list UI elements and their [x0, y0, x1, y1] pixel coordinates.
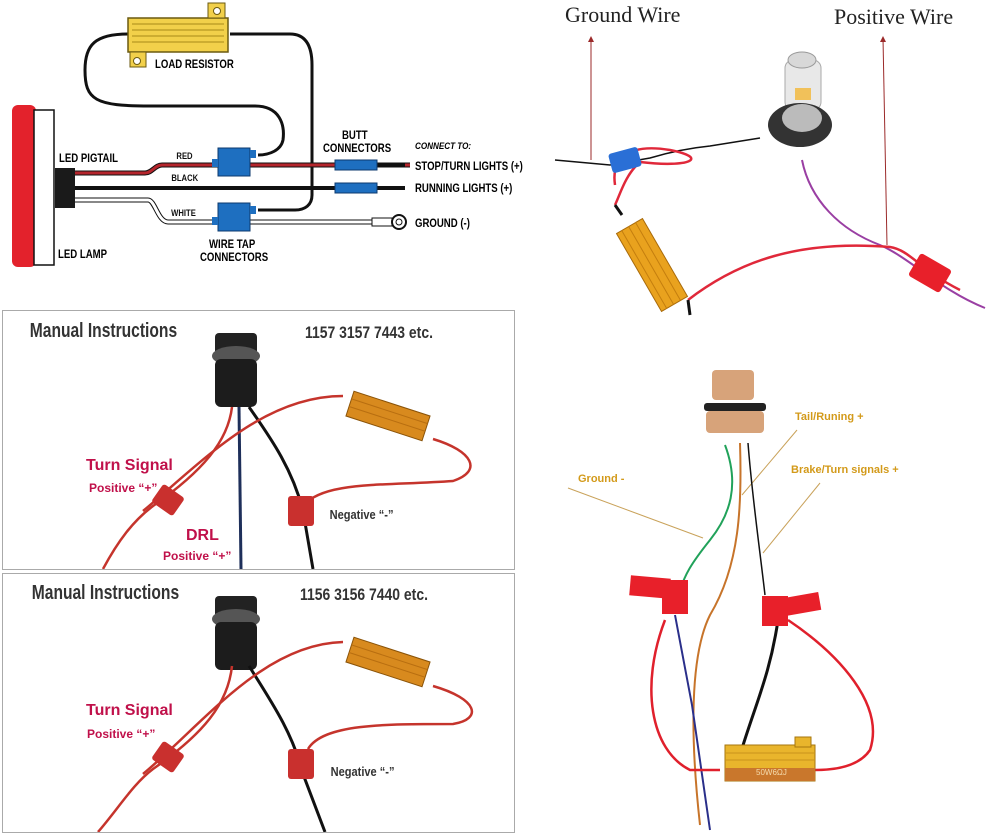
red-wire-tap-left-icon [629, 575, 688, 614]
resistor-marking: 50W6ΩJ [756, 768, 787, 777]
negative-label: Negative “-” [330, 764, 395, 779]
purple-wire [801, 159, 986, 309]
ground-label: Ground - [578, 473, 625, 485]
wire-tap-connector-top-icon [212, 147, 256, 177]
ground-ring-terminal-icon [371, 214, 407, 230]
load-resistor-icon [615, 217, 689, 313]
negative-wire [247, 665, 327, 832]
led-lamp-icon [12, 105, 75, 267]
target-running: RUNNING LIGHTS (+) [415, 181, 513, 195]
turn-signal-tap-icon [152, 484, 184, 516]
load-resistor-icon [724, 736, 816, 782]
resistor-return-wire [230, 32, 314, 212]
manual-instructions-1156-panel: Manual Instructions 1156 3156 7440 etc. … [2, 573, 515, 833]
turn-signal-wire [97, 665, 234, 832]
led-bulb-icon [768, 51, 832, 147]
wire-tap-connector-bottom-icon [212, 202, 256, 232]
ground-leader-line [567, 487, 704, 539]
butt-connectors-label-2: CONNECTORS [323, 141, 392, 155]
butt-connector-top-icon [334, 159, 378, 171]
load-resistor-icon [127, 2, 229, 68]
connect-to-label: CONNECT TO: [415, 141, 472, 151]
wiring-diagram-panel: LOAD RESISTOR LED PIGTAIL LED LAMP RED B… [0, 0, 540, 300]
negative-tap-icon [288, 496, 314, 526]
photo-top-graphic [554, 36, 986, 316]
white-wire-label: WHITE [171, 208, 196, 218]
bulb-codes: 1157 3157 7443 etc. [305, 323, 433, 342]
wiring-diagram-graphic [12, 2, 410, 267]
turn-signal-positive-label: Positive “+” [89, 481, 158, 495]
turn-signal-wire [101, 406, 234, 569]
turn-signal-label: Turn Signal [86, 457, 173, 474]
manual-1156-graphic [97, 596, 474, 832]
photo-bottom-panel: Tail/Runing + Brake/Turn signals + Groun… [540, 355, 1000, 834]
socket-icon [212, 596, 260, 670]
drl-wire [237, 406, 243, 569]
load-resistor-icon [345, 636, 431, 688]
target-stop-turn: STOP/TURN LIGHTS (+) [415, 159, 523, 173]
drl-label: DRL [186, 527, 219, 544]
red-wire [75, 163, 410, 175]
butt-connectors-label-1: BUTT [342, 128, 368, 142]
positive-wire-label: Positive Wire [834, 4, 954, 29]
manual-instructions-1157-panel: Manual Instructions 1157 3157 7443 etc. … [2, 310, 515, 570]
led-lamp-label: LED LAMP [58, 247, 108, 261]
socket-icon [704, 370, 766, 433]
target-ground: GROUND (-) [415, 216, 470, 230]
orange-tail-wire [692, 442, 742, 826]
blue-wire [674, 614, 711, 831]
wire-tap-label-1: WIRE TAP [209, 237, 256, 251]
turn-signal-positive-label: Positive “+” [87, 727, 156, 741]
red-wire-label: RED [176, 151, 193, 161]
black-wire-label: BLACK [171, 173, 199, 183]
blue-wire-tap-icon [608, 147, 642, 173]
manual-title: Manual Instructions [31, 582, 180, 604]
brake-turn-label: Brake/Turn signals + [791, 464, 899, 476]
red-wire-tap-right-icon [762, 592, 822, 626]
bulb-codes: 1156 3156 7440 etc. [300, 585, 428, 604]
negative-tap-icon [288, 749, 314, 779]
manual-title: Manual Instructions [29, 320, 178, 342]
white-wire [75, 198, 390, 224]
red-wire-tap-icon [909, 253, 951, 293]
load-resistor-icon [345, 390, 431, 442]
manual-1157-graphic [101, 333, 472, 569]
drl-positive-label: Positive “+” [163, 549, 232, 563]
turn-signal-tap-icon [152, 741, 184, 773]
negative-wire [247, 406, 315, 569]
tail-running-label: Tail/Runing + [795, 411, 864, 423]
butt-connector-bottom-icon [334, 182, 378, 194]
wire-tap-label-2: CONNECTORS [200, 250, 269, 264]
socket-icon [212, 333, 260, 407]
led-pigtail-label: LED PIGTAIL [59, 151, 119, 165]
load-resistor-label: LOAD RESISTOR [155, 57, 234, 71]
black-brake-wire [747, 442, 766, 596]
photo-bottom-graphic [567, 370, 875, 831]
ground-wire-label: Ground Wire [565, 2, 681, 27]
negative-label: Negative “-” [329, 507, 394, 522]
photo-top-panel: Ground Wire Positive Wire [540, 0, 1000, 350]
brake-leader-line [762, 482, 821, 554]
green-ground-wire [679, 444, 734, 591]
turn-signal-label: Turn Signal [86, 702, 173, 719]
positive-wire-arrow [882, 37, 888, 246]
resistor-loop-wire [83, 32, 285, 157]
